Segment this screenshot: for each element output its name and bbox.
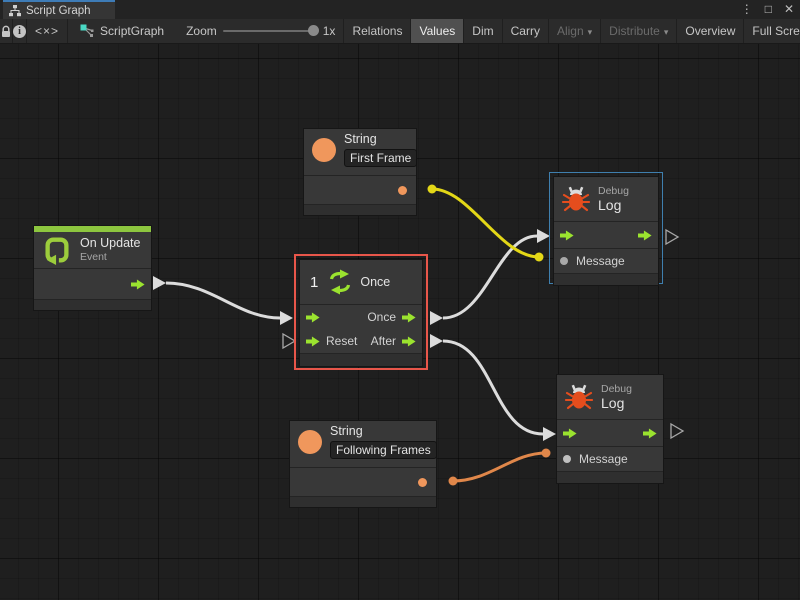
- string-value-field[interactable]: Following Frames: [330, 441, 437, 459]
- info-icon: i: [13, 24, 26, 38]
- flow-in-port[interactable]: [306, 312, 320, 323]
- selection-outline-once: [294, 254, 428, 370]
- string-value-field[interactable]: First Frame: [344, 149, 418, 167]
- flow-in-port[interactable]: [560, 230, 574, 241]
- value-connector-string-first-out[interactable]: [427, 184, 437, 194]
- node-debug-log-top[interactable]: Debug Log Message: [553, 176, 659, 286]
- port-connector-once-out[interactable]: [430, 311, 443, 325]
- node-category: Debug: [598, 185, 629, 197]
- port-connector-debug-top-out-empty[interactable]: [665, 228, 680, 246]
- tab-label: Script Graph: [26, 4, 91, 17]
- toolbar-button-values[interactable]: Values: [411, 19, 465, 43]
- port-label-reset: Reset: [326, 334, 358, 348]
- port-connector-after-out[interactable]: [430, 334, 443, 348]
- port-connector-debug-bottom-in[interactable]: [543, 427, 556, 441]
- port-connector-debug-bottom-out-empty[interactable]: [670, 422, 685, 440]
- node-title: Once: [360, 274, 391, 289]
- node-title: String: [344, 132, 377, 146]
- port-label-once: Once: [367, 310, 396, 324]
- node-string-first[interactable]: String First Frame: [303, 128, 418, 216]
- flow-in-port[interactable]: [563, 428, 577, 439]
- node-footer: [304, 205, 416, 215]
- node-on-update[interactable]: On Update Event: [33, 225, 152, 311]
- cycle-arrows-icon: [330, 269, 351, 295]
- message-in-port[interactable]: [560, 257, 568, 265]
- breadcrumb[interactable]: ScriptGraph: [68, 19, 174, 43]
- info-button[interactable]: i: [13, 19, 27, 43]
- title-bar: Script Graph ⋮ □ ✕: [0, 0, 800, 19]
- chevron-down-icon: ▾: [587, 26, 593, 37]
- lock-button[interactable]: [0, 19, 13, 43]
- event-node-color-bar: [34, 226, 151, 232]
- chevron-down-icon: ▾: [663, 26, 669, 37]
- wire-onupdate-to-once: [165, 281, 281, 320]
- flow-in-port-reset[interactable]: [306, 336, 320, 347]
- node-subtitle: Event: [80, 251, 107, 263]
- wire-string-first-to-message: [431, 187, 540, 259]
- wire-string-following-to-message: [452, 451, 547, 483]
- bug-icon: [565, 384, 593, 410]
- flow-out-port[interactable]: [638, 230, 652, 241]
- bug-icon: [562, 186, 590, 212]
- port-connector-once-in[interactable]: [280, 311, 293, 325]
- node-title: String: [330, 424, 363, 438]
- node-footer: [554, 274, 658, 285]
- once-count-badge: 1: [310, 273, 319, 291]
- loop-icon: [45, 237, 69, 265]
- toolbar-button-relations[interactable]: Relations: [344, 19, 412, 43]
- node-category: Debug: [601, 383, 632, 395]
- graph-canvas[interactable]: On Update Event 1: [0, 44, 800, 600]
- maximize-icon[interactable]: □: [764, 2, 772, 16]
- window-menu-icon[interactable]: ⋮: [740, 2, 753, 16]
- toolbar-button-align[interactable]: Align ▾: [549, 19, 602, 43]
- node-footer: [300, 354, 422, 366]
- node-once[interactable]: 1 Once Once: [299, 259, 423, 367]
- node-title: Log: [598, 197, 622, 213]
- node-debug-log-bottom[interactable]: Debug Log Message: [556, 374, 664, 484]
- graph-toolbar: i <×> ScriptGraph Zoom 1x Relations Valu…: [0, 19, 800, 44]
- port-label-message: Message: [579, 452, 628, 466]
- zoom-control: Zoom 1x: [174, 19, 345, 43]
- zoom-label: Zoom: [186, 24, 217, 38]
- toolbar-button-carry[interactable]: Carry: [503, 19, 549, 43]
- value-connector-message-top-in[interactable]: [534, 252, 544, 262]
- node-string-following[interactable]: String Following Frames: [289, 420, 437, 508]
- zoom-slider[interactable]: [222, 25, 319, 36]
- graph-tree-icon: [9, 4, 21, 16]
- node-title: On Update: [80, 236, 141, 250]
- wire-once-to-debug-top: [442, 234, 538, 320]
- node-footer: [557, 472, 663, 483]
- string-type-icon: [312, 138, 336, 162]
- value-out-port[interactable]: [418, 477, 427, 487]
- node-footer: [34, 300, 151, 310]
- close-icon[interactable]: ✕: [783, 2, 794, 16]
- node-title: Log: [601, 395, 625, 411]
- code-preview-button[interactable]: <×>: [27, 19, 69, 43]
- tab-script-graph[interactable]: Script Graph: [3, 0, 115, 19]
- code-preview-icon: <×>: [35, 24, 60, 38]
- value-connector-message-bottom-in[interactable]: [541, 448, 551, 458]
- toolbar-button-distribute[interactable]: Distribute ▾: [601, 19, 678, 43]
- flow-out-port[interactable]: [643, 428, 657, 439]
- value-connector-string-following-out[interactable]: [448, 476, 458, 486]
- flow-out-port-once[interactable]: [402, 312, 416, 323]
- lock-icon: [2, 25, 10, 37]
- message-in-port[interactable]: [563, 455, 571, 463]
- port-connector-onupdate-out[interactable]: [153, 276, 166, 290]
- graph-breadcrumb-icon: [80, 24, 94, 37]
- toolbar-button-dim[interactable]: Dim: [464, 19, 503, 43]
- value-out-port[interactable]: [398, 185, 407, 195]
- port-label-message: Message: [576, 254, 625, 268]
- zoom-value: 1x: [322, 24, 336, 38]
- flow-out-port-after[interactable]: [402, 336, 416, 347]
- zoom-slider-knob[interactable]: [307, 25, 319, 36]
- port-label-after: After: [370, 334, 396, 348]
- string-type-icon: [298, 430, 322, 454]
- toolbar-button-overview[interactable]: Overview: [677, 19, 745, 43]
- breadcrumb-label: ScriptGraph: [100, 24, 165, 38]
- wire-after-to-debug-bottom: [442, 339, 544, 436]
- flow-out-port[interactable]: [131, 279, 145, 290]
- node-footer: [290, 497, 436, 507]
- toolbar-button-fullscreen[interactable]: Full Screen: [744, 19, 800, 43]
